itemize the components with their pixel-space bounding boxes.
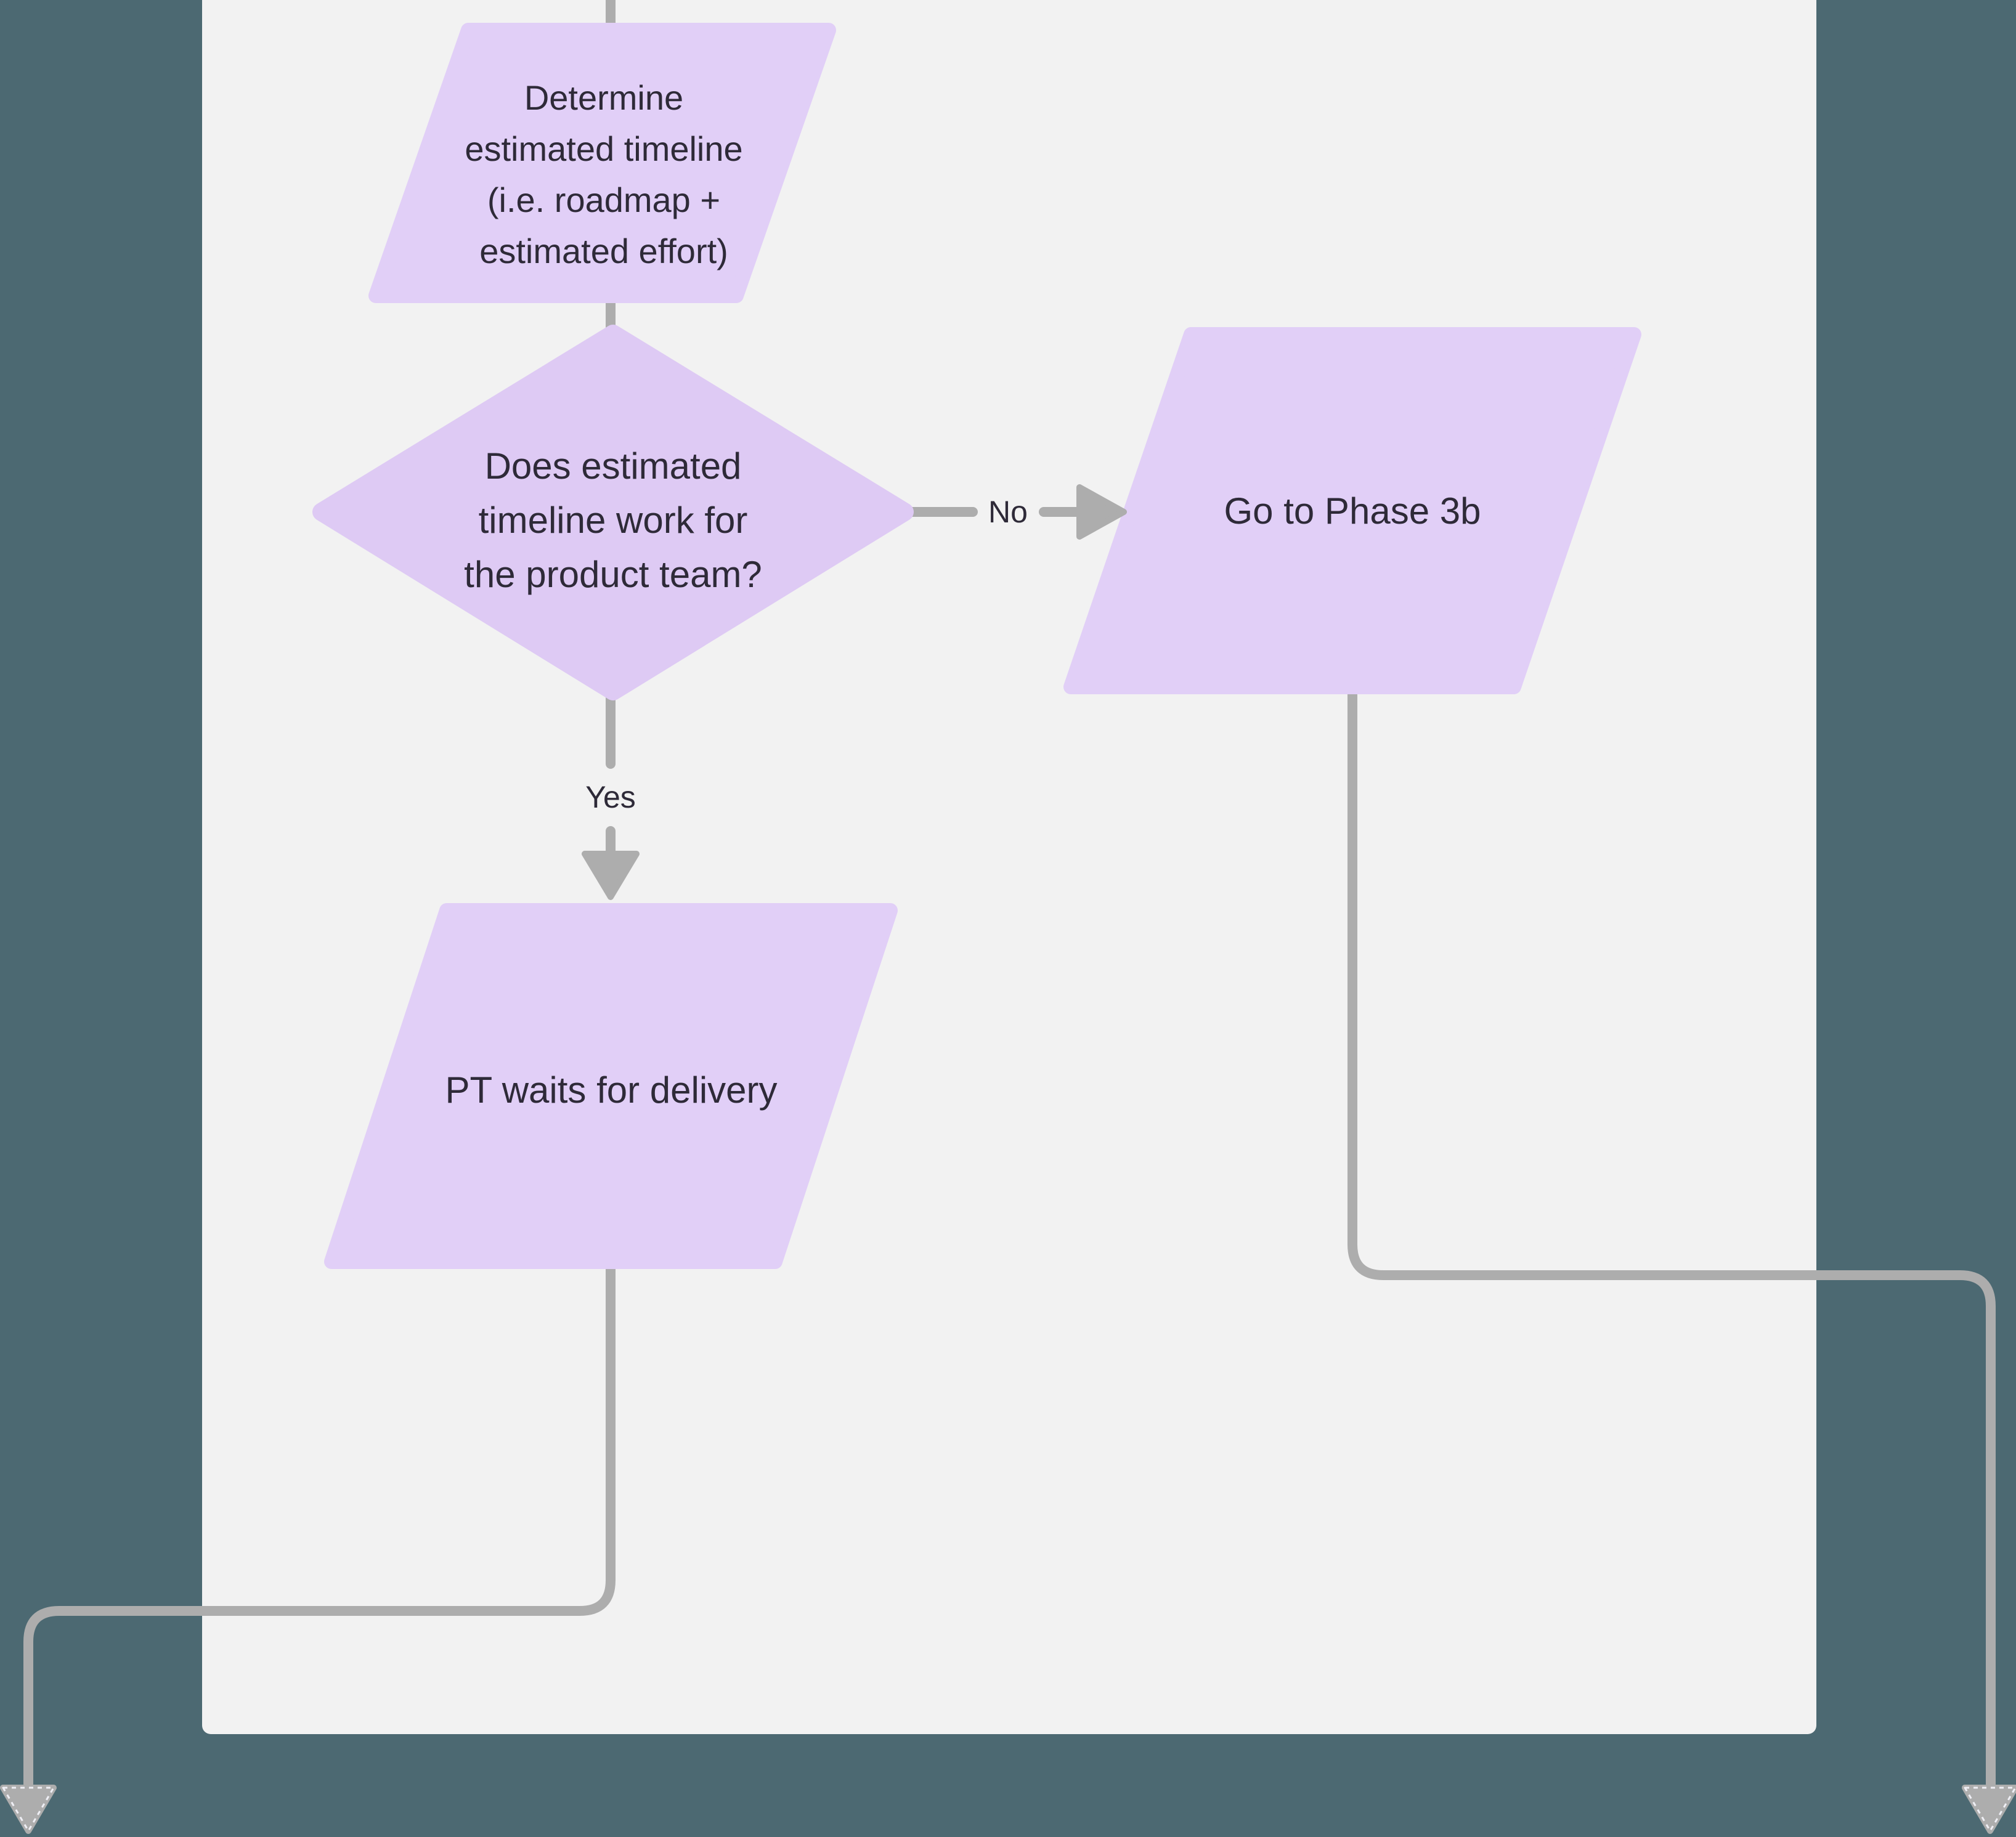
bottom-left-arrowhead-icon <box>0 1785 57 1834</box>
edge-label-yes[interactable]: Yes <box>585 780 636 814</box>
bottom-right-arrowhead-icon <box>1962 1785 2016 1834</box>
node-pt-waits-label: PT waits for delivery <box>445 1069 778 1111</box>
yes-arrowhead-icon <box>582 851 640 900</box>
connector-phase3b-exit[interactable] <box>1347 686 1996 1789</box>
no-arrowhead-icon <box>1076 484 1127 540</box>
edge-label-no[interactable]: No <box>988 495 1028 529</box>
node-phase3b-label: Go to Phase 3b <box>1224 490 1481 532</box>
node-pt-waits-shape[interactable] <box>324 903 898 1269</box>
node-determine-shape[interactable] <box>368 23 836 303</box>
node-decision-label: Does estimated timeline work for the pro… <box>464 445 762 595</box>
node-phase3b-shape[interactable] <box>1063 327 1641 694</box>
node-determine-label: Determine estimated timeline (i.e. roadm… <box>465 78 743 270</box>
arrowheads <box>0 484 2016 1834</box>
node-decision-shape[interactable] <box>312 325 914 700</box>
nodes <box>312 23 1641 1269</box>
connector-pt-exit[interactable] <box>23 1260 616 1789</box>
